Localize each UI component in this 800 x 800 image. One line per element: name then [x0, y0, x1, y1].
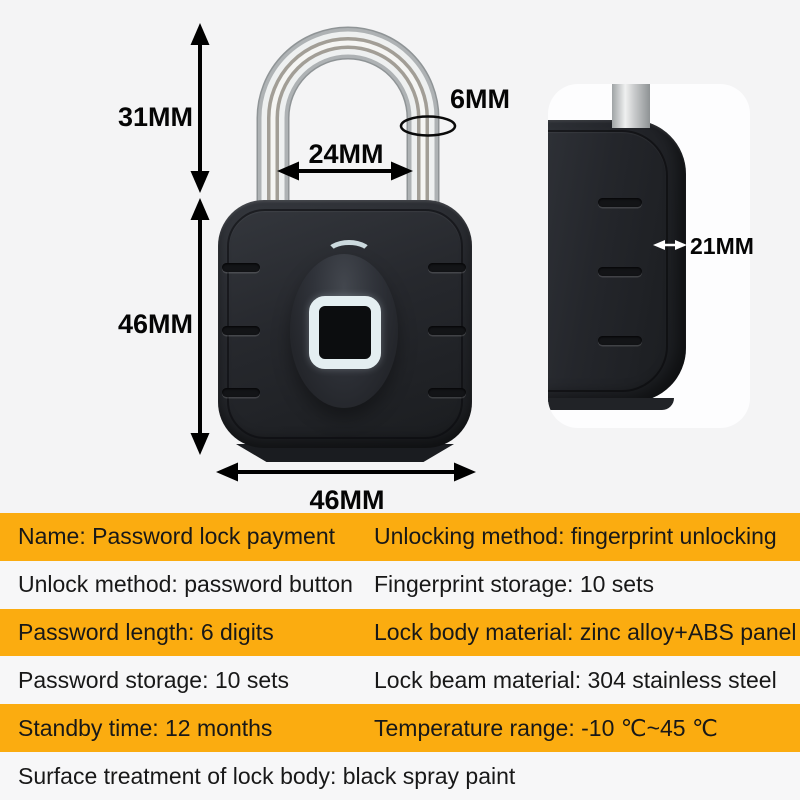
spec-cell-left: Password storage: 10 sets [18, 666, 290, 693]
spec-cell-right: Lock body material: zinc alloy+ABS panel [374, 619, 797, 646]
body-groove [222, 263, 260, 272]
side-view-shackle-post [612, 84, 650, 128]
body-groove [428, 388, 466, 397]
spec-row: Password length: 6 digits Lock body mate… [0, 608, 800, 657]
dim-label-body-height: 46MM [117, 309, 193, 339]
led-indicator-arc [325, 240, 373, 268]
dim-label-body-width: 46MM [309, 485, 385, 515]
body-groove [222, 388, 260, 397]
spec-cell-right: Fingerprint storage: 10 sets [374, 571, 654, 598]
body-groove [428, 263, 466, 272]
body-groove [222, 326, 260, 335]
spec-cell-left: Name: Password lock payment [18, 523, 336, 550]
spec-row: Name: Password lock payment Unlocking me… [0, 513, 800, 561]
side-groove [598, 336, 642, 345]
lock-body-face-line [227, 209, 463, 439]
side-groove [598, 198, 642, 207]
spec-cell-right: Lock beam material: 304 stainless steel [374, 666, 777, 693]
spec-cell-left: Standby time: 12 months [18, 714, 273, 741]
side-view-panel [548, 84, 750, 428]
dim-label-shackle-diameter: 6MM [450, 84, 510, 114]
body-groove [428, 326, 466, 335]
dim-label-body-thickness: 21MM [690, 233, 754, 259]
dim-label-shackle-height: 31MM [117, 102, 193, 132]
spec-row: Standby time: 12 months Temperature rang… [0, 704, 800, 753]
fingerprint-sensor [309, 296, 381, 369]
shackle-diameter-ellipse [399, 115, 457, 137]
side-view-body-face-line [548, 130, 668, 392]
spec-row: Unlock method: password button Fingerpri… [0, 560, 800, 609]
spec-row: Password storage: 10 sets Lock beam mate… [0, 656, 800, 705]
spec-cell-left: Password length: 6 digits [18, 619, 274, 646]
spec-row: Surface treatment of lock body: black sp… [0, 752, 800, 800]
lock-body-base [236, 444, 454, 462]
spec-cell-right: Unlocking method: fingerprint unlocking [374, 523, 777, 550]
side-groove [598, 267, 642, 276]
spec-cell-full: Surface treatment of lock body: black sp… [18, 762, 516, 789]
spec-cell-right: Temperature range: -10 ℃~45 ℃ [374, 714, 718, 741]
side-view-body-base [548, 398, 674, 410]
spec-table: Name: Password lock payment Unlocking me… [0, 513, 800, 800]
lock-body [218, 200, 472, 448]
spec-cell-left: Unlock method: password button [18, 571, 353, 598]
dim-label-shackle-inner-width: 24MM [308, 139, 384, 169]
